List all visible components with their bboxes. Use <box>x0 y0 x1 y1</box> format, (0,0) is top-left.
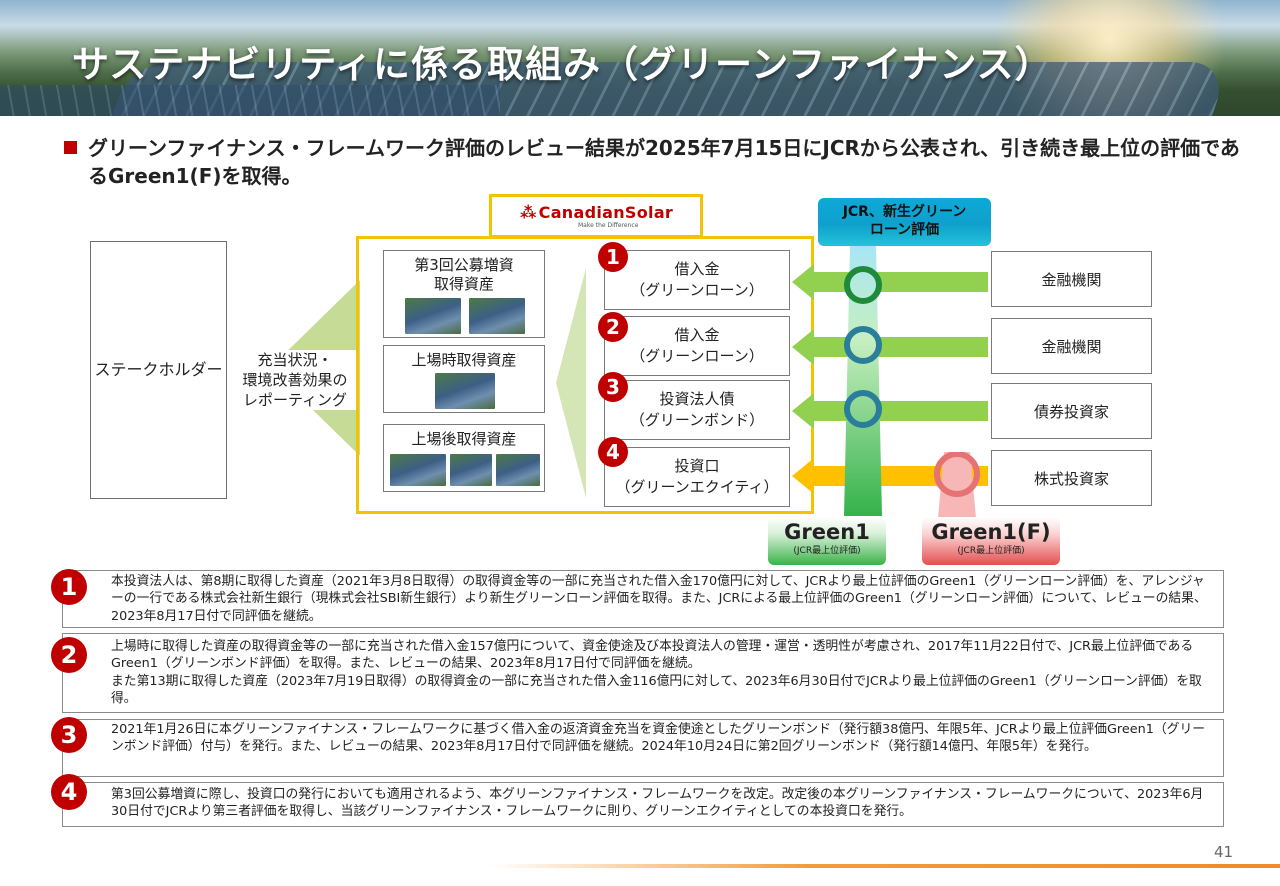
logo-text: CanadianSolar <box>538 203 674 222</box>
solar-plant-photo <box>450 454 492 486</box>
financing-line-1: 投資法人債 <box>659 390 735 408</box>
asset-label: 上場時取得資産 <box>411 351 517 369</box>
jcr-label-line-2: ローン評価 <box>869 222 940 238</box>
rating-name: Green1(F) <box>931 520 1051 544</box>
investor-label: 債券投資家 <box>1033 402 1109 421</box>
stakeholder-label: ステークホルダー <box>94 360 223 379</box>
jcr-label-line-1: JCR、新生グリーン <box>842 204 967 220</box>
investor-box-equity: 株式投資家 <box>991 450 1152 506</box>
number-badge-4: 4 <box>598 437 628 467</box>
rating-ring-3 <box>844 390 882 428</box>
mid-arrow-triangle <box>556 268 586 498</box>
investor-box-bond: 債券投資家 <box>991 383 1152 439</box>
financing-box-bond: 投資法人債 （グリーンボンド） <box>604 380 790 440</box>
rating-name: Green1 <box>784 520 870 544</box>
rating-badge-green1: Green1 (JCR最上位評価) <box>768 517 886 565</box>
page-title: サステナビリティに係る取組み（グリーンファイナンス） <box>72 43 1053 86</box>
note-number-badge: 4 <box>51 774 87 810</box>
solar-plant-photo <box>390 454 446 486</box>
financing-line-2: （グリーンエクイティ） <box>615 478 779 496</box>
solar-plant-photo <box>469 298 525 334</box>
equity-rating-beam <box>934 452 980 518</box>
page-number: 41 <box>1214 843 1234 861</box>
reporting-line-1: 充当状況・ <box>257 351 333 369</box>
arrow-left-green-3 <box>792 393 988 429</box>
sun-mark-icon: ⁂ <box>520 203 537 222</box>
solar-panels-image-2 <box>0 85 500 116</box>
asset-box-post-ipo: 上場後取得資産 <box>383 424 545 492</box>
number-badge-1: 1 <box>598 242 628 272</box>
note-box-3: 3 2021年1月26日に本グリーンファイナンス・フレームワークに基づく借入金の… <box>51 717 1224 777</box>
stakeholder-box: ステークホルダー <box>90 241 227 499</box>
financing-line-1: 投資口 <box>674 457 720 475</box>
investor-label: 株式投資家 <box>1033 469 1109 488</box>
financing-box-equity: 投資口 （グリーンエクイティ） <box>604 447 790 507</box>
note-text: 上場時に取得した資産の取得資金等の一部に充当された借入金157億円について、資金… <box>111 638 1217 707</box>
asset-label-line-2: 取得資産 <box>433 275 494 293</box>
investor-label: 金融機関 <box>1041 270 1102 289</box>
investor-label: 金融機関 <box>1041 337 1102 356</box>
asset-box-ipo: 上場時取得資産 <box>383 345 545 413</box>
note-box-4: 4 第3回公募増資に際し、投資口の発行においても適用されるよう、本グリーンファイ… <box>51 774 1224 827</box>
note-paragraph: 本投資法人は、第8期に取得した資産（2021年3月8日取得）の取得資金等の一部に… <box>111 574 1207 624</box>
note-box-1: 1 本投資法人は、第8期に取得した資産（2021年3月8日取得）の取得資金等の一… <box>51 569 1224 628</box>
solar-plant-photo <box>405 298 461 334</box>
rating-note: (JCR最上位評価) <box>793 546 861 556</box>
rating-ring-1 <box>844 266 882 304</box>
sponsor-frame <box>356 236 814 514</box>
financing-line-2: （グリーンローン） <box>630 281 764 299</box>
evaluation-beam <box>844 246 882 516</box>
arrow-left-green-1 <box>792 264 988 300</box>
note-number-badge: 2 <box>51 637 87 673</box>
asset-box-public-offering: 第3回公募増資 取得資産 <box>383 250 545 338</box>
reporting-label: 充当状況・ 環境改善効果の レポーティング <box>232 350 358 410</box>
note-paragraph: 第3回公募増資に際し、投資口の発行においても適用されるよう、本グリーンファイナン… <box>111 787 1204 820</box>
note-paragraph: 2021年1月26日に本グリーンファイナンス・フレームワークに基づく借入金の返済… <box>111 722 1206 755</box>
note-box-2: 2 上場時に取得した資産の取得資金等の一部に充当された借入金157億円について、… <box>51 633 1224 713</box>
rating-ring-2 <box>844 326 882 364</box>
financing-box-loan-1: 借入金 （グリーンローン） <box>604 250 790 310</box>
jcr-evaluation-label: JCR、新生グリーン ローン評価 <box>818 198 991 246</box>
financing-line-2: （グリーンローン） <box>630 347 764 365</box>
financing-line-1: 借入金 <box>674 326 720 344</box>
canadian-solar-logo: ⁂CanadianSolar <box>520 203 673 222</box>
header-banner <box>0 0 1280 116</box>
note-text: 2021年1月26日に本グリーンファイナンス・フレームワークに基づく借入金の返済… <box>111 721 1217 756</box>
note-paragraph: また第13期に取得した資産（2023年7月19日取得）の取得資金の一部に充当され… <box>111 673 1202 706</box>
solar-plant-photo <box>496 454 540 486</box>
note-text: 第3回公募増資に際し、投資口の発行においても適用されるよう、本グリーンファイナン… <box>111 786 1217 821</box>
note-paragraph: 上場時に取得した資産の取得資金等の一部に充当された借入金157億円について、資金… <box>111 639 1194 672</box>
arrow-left-green-2 <box>792 329 988 365</box>
investor-box-bank-2: 金融機関 <box>991 318 1152 374</box>
asset-label: 上場後取得資産 <box>411 430 517 448</box>
number-badge-3: 3 <box>598 372 628 402</box>
lead-text: グリーンファイナンス・フレームワーク評価のレビュー結果が2025年7月15日にJ… <box>88 136 1240 188</box>
logo-tagline: Make the Difference <box>578 222 639 229</box>
reporting-line-2: 環境改善効果の <box>242 371 348 389</box>
bullet-square-icon <box>64 141 77 154</box>
note-number-badge: 1 <box>51 569 87 605</box>
rating-badge-green1f: Green1(F) (JCR最上位評価) <box>922 517 1060 565</box>
reporting-line-3: レポーティング <box>242 391 348 409</box>
footer-accent-bar <box>490 864 1280 868</box>
investor-box-bank-1: 金融機関 <box>991 251 1152 307</box>
asset-label-line-1: 第3回公募増資 <box>414 256 514 274</box>
financing-line-1: 借入金 <box>674 260 720 278</box>
financing-line-2: （グリーンボンド） <box>629 411 765 429</box>
solar-plant-photo <box>435 373 495 409</box>
financing-box-loan-2: 借入金 （グリーンローン） <box>604 316 790 376</box>
note-number-badge: 3 <box>51 717 87 753</box>
note-text: 本投資法人は、第8期に取得した資産（2021年3月8日取得）の取得資金等の一部に… <box>111 573 1217 625</box>
number-badge-2: 2 <box>598 312 628 342</box>
rating-note: (JCR最上位評価) <box>957 546 1025 556</box>
